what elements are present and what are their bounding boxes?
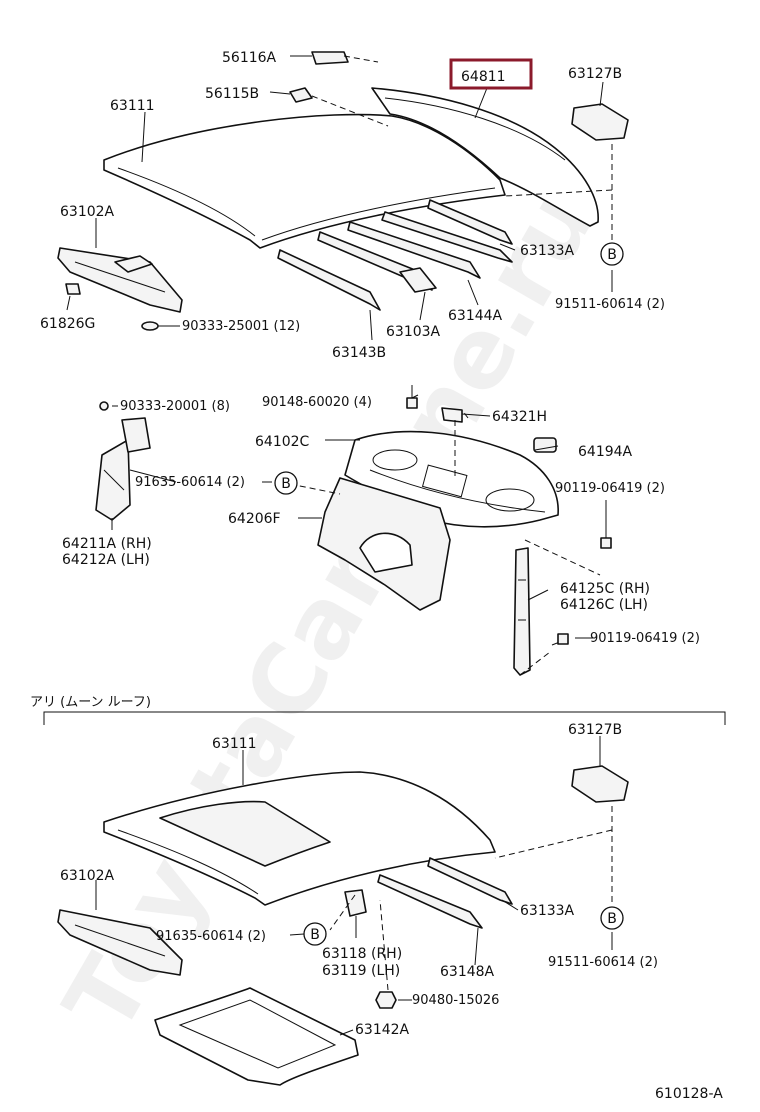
label-63118: 63118 (RH) <box>322 946 402 962</box>
upper-leader-lines <box>66 55 613 639</box>
ref-circle-b-upper-mid <box>274 471 298 495</box>
label-63127b-upper: 63127B <box>568 66 622 82</box>
back-window-glass <box>371 87 599 227</box>
label-91511-60614-upper: 91511-60614 (2) <box>555 297 665 312</box>
diagram-code: 610128-A <box>655 1086 723 1102</box>
lower-roof-rails <box>377 857 513 929</box>
ref-circle-b-lower-mid <box>303 922 327 946</box>
label-91635-60614-lower: 91635-60614 (2) <box>156 929 266 944</box>
label-64125c: 64125C (RH) <box>560 581 650 597</box>
label-63142a: 63142A <box>355 1022 410 1038</box>
lower-front-rail <box>57 909 183 976</box>
roof-panel <box>103 113 506 249</box>
bracket-64321H <box>441 407 463 423</box>
pad-64194A <box>533 437 557 453</box>
label-90148-60020: 90148-60020 (4) <box>262 395 372 410</box>
pad-63127b-lower <box>571 765 629 803</box>
section-title: アリ (ムーン ルーフ) <box>30 695 151 710</box>
label-61826g: 61826G <box>40 316 95 332</box>
label-91635-60614-upper: 91635-60614 (2) <box>135 475 245 490</box>
lower-dash-lines <box>329 806 613 991</box>
label-90119-06419-a: 90119-06419 (2) <box>555 481 665 496</box>
label-63148a: 63148A <box>440 964 495 980</box>
section-bracket <box>43 711 726 725</box>
ref-b-text-lower-right: B <box>607 911 617 927</box>
screw-90333-25001 <box>141 321 159 331</box>
clip-56116A <box>311 51 349 65</box>
label-64206f: 64206F <box>228 511 281 527</box>
ref-b-text-lower-mid: B <box>310 927 320 943</box>
highlight-box <box>449 58 533 90</box>
label-63119: 63119 (LH) <box>322 963 400 979</box>
label-63133a-lower: 63133A <box>520 903 575 919</box>
bolt-90119-06419-a <box>600 520 612 549</box>
label-63127b-lower: 63127B <box>568 722 622 738</box>
label-63103a: 63103A <box>386 324 441 340</box>
label-63111-upper: 63111 <box>110 98 155 114</box>
bracket-63118 <box>344 889 367 917</box>
label-64321h: 64321H <box>492 409 547 425</box>
rear-brace <box>513 547 531 676</box>
label-64126c: 64126C (LH) <box>560 597 648 613</box>
label-91511-60614-lower: 91511-60614 (2) <box>548 955 658 970</box>
label-64811: 64811 <box>461 69 506 85</box>
ref-circle-b-lower-right <box>600 906 624 930</box>
ref-circle-b-upper-right <box>600 242 624 266</box>
label-90333-20001: 90333-20001 (8) <box>120 399 230 414</box>
label-90480-15026: 90480-15026 <box>412 993 499 1008</box>
lower-leader-lines <box>95 736 613 1036</box>
bolt-90119-06419-b <box>551 633 569 646</box>
label-90119-06419-b: 90119-06419 (2) <box>590 631 700 646</box>
label-64194a: 64194A <box>578 444 633 460</box>
side-brace <box>95 417 151 521</box>
label-64102c: 64102C <box>255 434 310 450</box>
label-56115b: 56115B <box>205 86 259 102</box>
nut-90480-15026 <box>375 991 397 1009</box>
label-63111-lower: 63111 <box>212 736 257 752</box>
label-63133a-upper: 63133A <box>520 243 575 259</box>
ref-b-text-upper-mid: B <box>281 476 291 492</box>
label-90333-25001: 90333-25001 (12) <box>182 319 300 334</box>
label-63143b: 63143B <box>332 345 386 361</box>
label-63144a: 63144A <box>448 308 503 324</box>
pad-63127B <box>571 103 629 141</box>
label-56116a: 56116A <box>222 50 277 66</box>
rear-panel-lower <box>317 477 451 611</box>
sunroof-housing <box>154 987 359 1086</box>
screw-90333-20001 <box>99 401 109 411</box>
ref-b-text-upper-right: B <box>607 247 617 263</box>
label-64211a: 64211A (RH) <box>62 536 152 552</box>
roof-panel-sunroof <box>103 771 496 906</box>
label-63102a-lower: 63102A <box>60 868 115 884</box>
label-63102a-upper: 63102A <box>60 204 115 220</box>
plug-61826G <box>65 283 81 295</box>
label-64212a: 64212A (LH) <box>62 552 150 568</box>
roof-rails <box>277 199 513 311</box>
clip-56115B <box>289 87 313 103</box>
watermark-text: ToyotaCarMine.ru <box>43 169 617 1052</box>
front-roof-rail <box>57 247 183 313</box>
